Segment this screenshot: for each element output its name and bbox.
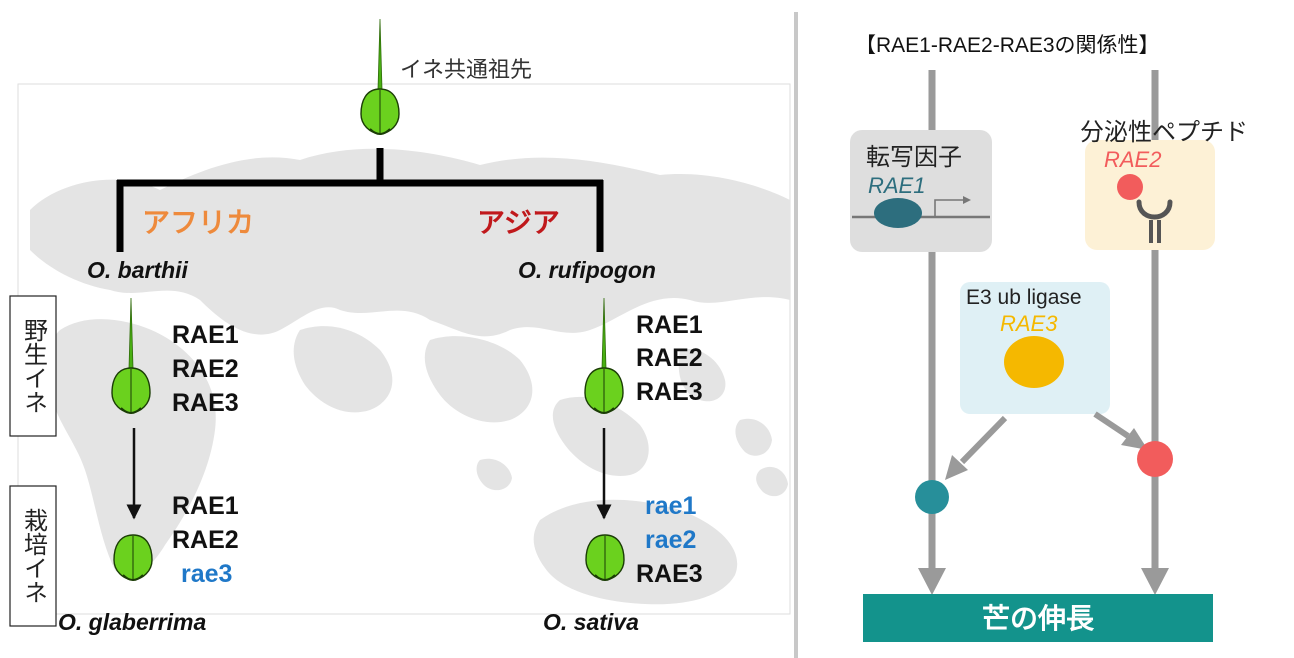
gene-cultivated-asia-3: RAE3 — [636, 560, 703, 588]
gene-wild-asia-1: RAE1 — [636, 311, 703, 339]
region-label-africa: アフリカ — [142, 207, 254, 238]
rae2-peptide-dot — [1117, 174, 1143, 200]
promoter-arrow — [934, 199, 965, 217]
cultivated-rice-stage-box: 栽培イネ — [9, 485, 57, 627]
gene-wild-africa-2: RAE2 — [172, 355, 239, 383]
promoter-arrowhead — [963, 196, 971, 204]
gene-cultivated-asia-2: rae2 — [645, 526, 696, 554]
wild-rice-label: 野生イネ — [20, 318, 48, 414]
gene-cultivated-asia-1: rae1 — [645, 492, 697, 520]
secreted-peptide-gene: RAE2 — [1104, 147, 1161, 172]
phylogeny-bracket — [116, 148, 604, 252]
gene-wild-asia-3: RAE3 — [636, 378, 703, 406]
outcome-bar-bg — [863, 594, 1213, 642]
gene-wild-africa-1: RAE1 — [172, 321, 239, 349]
gene-cultivated-africa-2: RAE2 — [172, 526, 239, 554]
gene-wild-africa-3: RAE3 — [172, 389, 239, 417]
rae3-protein-shape — [1004, 336, 1064, 388]
seed-cultivated-africa — [113, 534, 153, 581]
rae1-protein-shape — [874, 198, 922, 228]
panel-divider — [794, 12, 798, 658]
rae1-target-dot — [915, 480, 949, 514]
secreted-peptide-box: 分泌性ペプチド RAE2 — [1080, 119, 1248, 250]
ubiquitination-arrows — [945, 411, 1148, 480]
e3-ligase-label: E3 ub ligase — [966, 286, 1082, 309]
region-label-asia: アジア — [477, 207, 560, 238]
e3-ligase-gene: RAE3 — [1000, 311, 1058, 336]
ancestor-seed — [360, 18, 400, 135]
species-cultivated-asia: O. sativa — [543, 609, 639, 635]
receptor-shape — [1136, 199, 1173, 220]
right-panel: 【RAE1-RAE2-RAE3の関係性】 転写因子 RAE1 分泌性ペプチド R… — [850, 34, 1248, 642]
transcription-factor-gene: RAE1 — [868, 173, 925, 198]
seed-cultivated-asia — [585, 534, 625, 581]
species-wild-africa: O. barthii — [87, 257, 189, 283]
e3-ligase-box: E3 ub ligase RAE3 — [960, 282, 1110, 414]
species-cultivated-africa: O. glaberrima — [58, 609, 206, 635]
gene-cultivated-africa-3: rae3 — [181, 560, 232, 588]
outcome-bar: 芒の伸長 — [863, 594, 1213, 642]
gene-cultivated-africa-1: RAE1 — [172, 492, 239, 520]
transcription-factor-box: 転写因子 RAE1 — [850, 130, 992, 252]
secreted-peptide-label: 分泌性ペプチド — [1080, 119, 1248, 146]
species-wild-asia: O. rufipogon — [518, 257, 656, 283]
gene-wild-asia-2: RAE2 — [636, 344, 703, 372]
outcome-label: 芒の伸長 — [982, 603, 1095, 634]
ancestor-label: イネ共通祖先 — [400, 57, 532, 82]
pathway-arrowhead-rae1 — [918, 568, 946, 595]
pathway-arrowhead-rae2 — [1141, 568, 1169, 595]
cultivated-rice-label: 栽培イネ — [20, 508, 48, 604]
relationship-title: 【RAE1-RAE2-RAE3の関係性】 — [855, 34, 1160, 57]
rae2-target-dot — [1137, 441, 1173, 477]
wild-rice-stage-box: 野生イネ — [9, 295, 57, 437]
transcription-factor-label: 転写因子 — [866, 144, 962, 171]
left-panel: イネ共通祖先 アフリカ アジア O. barthii O. rufipogon … — [9, 12, 798, 658]
